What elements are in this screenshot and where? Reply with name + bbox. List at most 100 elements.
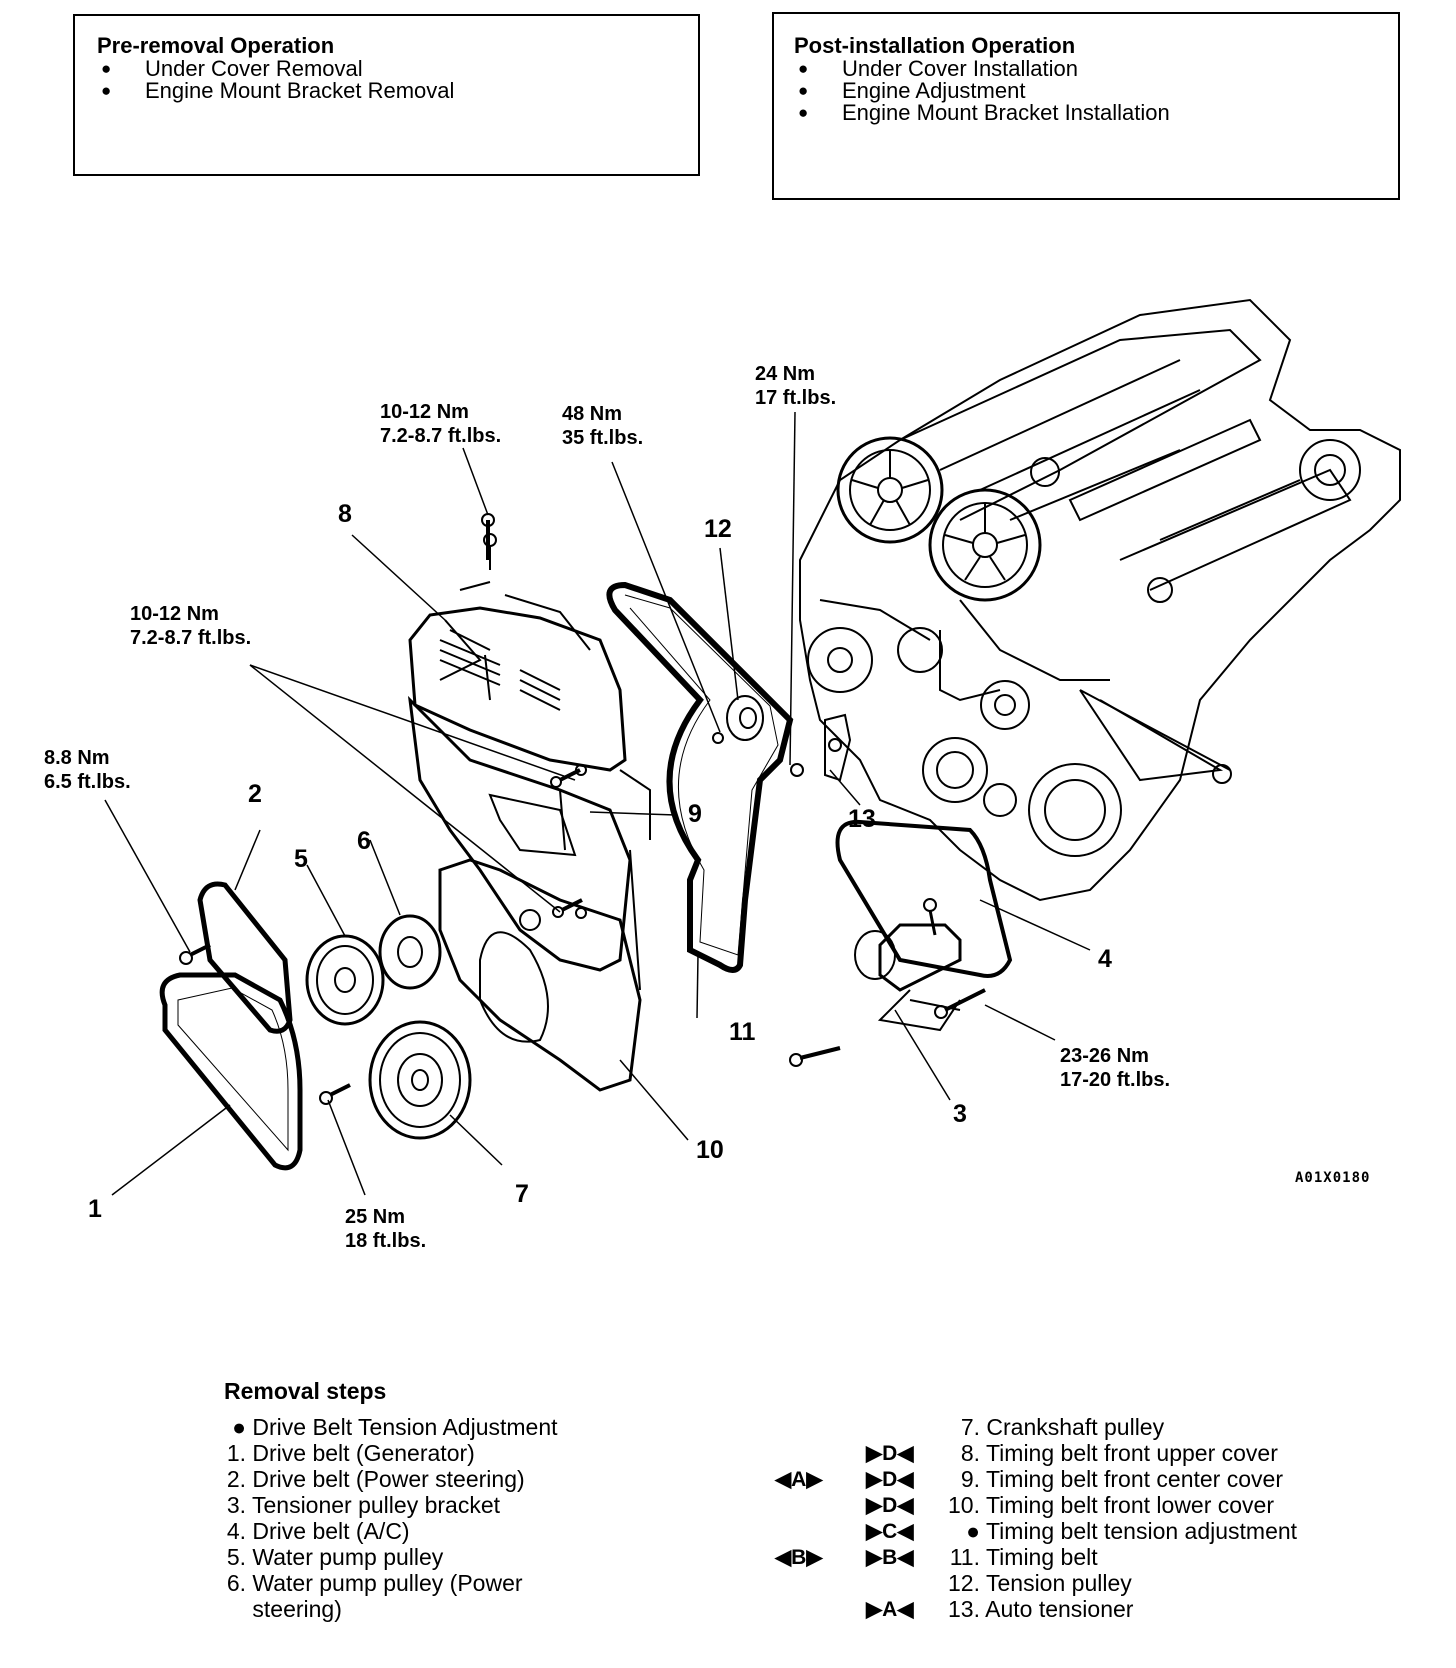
step-text: Tensioner pulley bracket [251,1492,501,1518]
pre-removal-title: Pre-removal Operation [97,33,335,58]
step-text: Drive Belt Tension Adjustment [252,1414,558,1440]
step-number: 6. [226,1570,246,1596]
install-mark-d: ▶D◀ [866,1468,914,1491]
step-text: Drive belt (Generator) [252,1440,475,1466]
callout-10: 10 [696,1136,724,1164]
pre-removal-list: Under Cover Removal Engine Mount Bracket… [97,58,698,103]
post-installation-item: Engine Adjustment [794,80,1398,103]
step-item: ● Drive Belt Tension Adjustment [224,1414,558,1440]
post-installation-list: Under Cover Installation Engine Adjustme… [794,58,1398,125]
step-item: ● Timing belt tension adjustment [936,1518,1297,1544]
step-number: 4. [226,1518,246,1544]
post-installation-item: Engine Mount Bracket Installation [794,102,1398,125]
step-item: 5. Water pump pulley [224,1544,443,1570]
post-installation-box: Post-installation Operation Under Cover … [772,12,1400,200]
figure-id: A01X0180 [1295,1170,1371,1186]
step-item: 10. Timing belt front lower cover [936,1492,1274,1518]
crankshaft-pulley-drawing [368,1020,472,1140]
torque-nm: 10-12 Nm [130,603,219,625]
callout-7: 7 [515,1180,529,1208]
callout-6: 6 [357,827,371,855]
tensioner-pulley-bracket-drawing [854,923,962,1032]
step-bullet: ● [232,1414,246,1440]
auto-tensioner-drawing [790,713,852,782]
step-number: 3. [226,1492,246,1518]
torque-ftlbs: 18 ft.lbs. [345,1230,427,1252]
torque-nm: 25 Nm [345,1206,406,1228]
torque-label-4: 10-12 Nm 7.2-8.7 ft.lbs. [130,602,251,650]
callout-12: 12 [704,515,732,543]
step-item: 1. Drive belt (Generator) [224,1440,475,1466]
step-text: Timing belt [985,1544,1098,1570]
torque-label-1: 10-12 Nm 7.2-8.7 ft.lbs. [380,400,501,448]
step-number: 2. [226,1466,246,1492]
step-item: 2. Drive belt (Power steering) [224,1466,525,1492]
timing-covers-drawing [407,533,651,1092]
drive-belt-power-steering-drawing [197,881,293,1034]
torque-nm: 23-26 Nm [1060,1045,1149,1067]
step-item: 3. Tensioner pulley bracket [224,1492,500,1518]
torque-ftlbs: 7.2-8.7 ft.lbs. [130,627,252,649]
step-item: 12. Tension pulley [936,1570,1132,1596]
step-text: Auto tensioner [985,1596,1134,1622]
step-item: steering) [224,1596,342,1622]
step-text: Timing belt front center cover [985,1466,1283,1492]
callout-9: 9 [688,800,702,828]
torque-nm: 48 Nm [562,403,623,425]
step-number: 8. [960,1440,980,1466]
post-installation-title: Post-installation Operation [794,33,1076,58]
install-mark-d: ▶D◀ [866,1494,914,1517]
step-text: Water pump pulley (Power [252,1570,523,1596]
pre-removal-item: Under Cover Removal [97,58,698,81]
step-number: 12. [948,1570,980,1596]
removal-mark-b: ◀B▶ [775,1546,823,1569]
torque-nm: 8.8 Nm [44,747,110,769]
step-text: Crankshaft pulley [986,1414,1165,1440]
torque-ftlbs: 35 ft.lbs. [562,427,644,449]
torque-label-5: 8.8 Nm 6.5 ft.lbs. [44,746,131,794]
step-item: 9. Timing belt front center cover [936,1466,1283,1492]
step-item: 11. Timing belt [936,1544,1098,1570]
step-number: 10. [948,1492,980,1518]
callout-13: 13 [848,805,876,833]
torque-ftlbs: 7.2-8.7 ft.lbs. [380,425,502,447]
torque-label-7: 25 Nm 18 ft.lbs. [345,1205,426,1253]
step-number: 7. [960,1414,980,1440]
step-text: Drive belt (A/C) [252,1518,410,1544]
torque-ftlbs: 17 ft.lbs. [755,387,837,409]
torque-ftlbs: 17-20 ft.lbs. [1060,1069,1171,1091]
step-item: 4. Drive belt (A/C) [224,1518,410,1544]
step-bullet: ● [966,1518,980,1544]
removal-steps-title: Removal steps [224,1378,387,1404]
step-text: Timing belt tension adjustment [985,1518,1298,1544]
step-number: 5. [226,1544,246,1570]
removal-mark-a: ◀A▶ [775,1468,823,1491]
drive-belt-ac-drawing [835,819,1013,978]
callout-3: 3 [953,1100,967,1128]
step-number: 9. [960,1466,980,1492]
step-text: Timing belt front lower cover [985,1492,1275,1518]
torque-label-6: 23-26 Nm 17-20 ft.lbs. [1060,1044,1170,1092]
step-text: steering) [252,1596,342,1622]
step-text: Timing belt front upper cover [985,1440,1278,1466]
power-steering-pulley-drawing [378,914,442,990]
timing-belt-drawing [606,581,794,973]
torque-nm: 24 Nm [755,363,816,385]
drive-belt-generator-drawing [159,972,303,1171]
step-text: Water pump pulley [252,1544,444,1570]
callout-2: 2 [248,780,262,808]
callout-4: 4 [1098,945,1112,973]
post-installation-item: Under Cover Installation [794,58,1398,81]
engine-block-drawing [799,298,1401,902]
torque-nm: 10-12 Nm [380,401,469,423]
leader-lines [104,411,1091,1196]
callout-11: 11 [729,1018,756,1046]
callout-5: 5 [294,845,308,873]
step-item: 8. Timing belt front upper cover [936,1440,1278,1466]
step-number: 1. [226,1440,246,1466]
install-mark-d: ▶D◀ [866,1442,914,1465]
step-item: 7. Crankshaft pulley [936,1414,1164,1440]
callout-1: 1 [88,1195,102,1223]
install-mark-c: ▶C◀ [866,1520,914,1543]
step-number: 13. [948,1596,980,1622]
